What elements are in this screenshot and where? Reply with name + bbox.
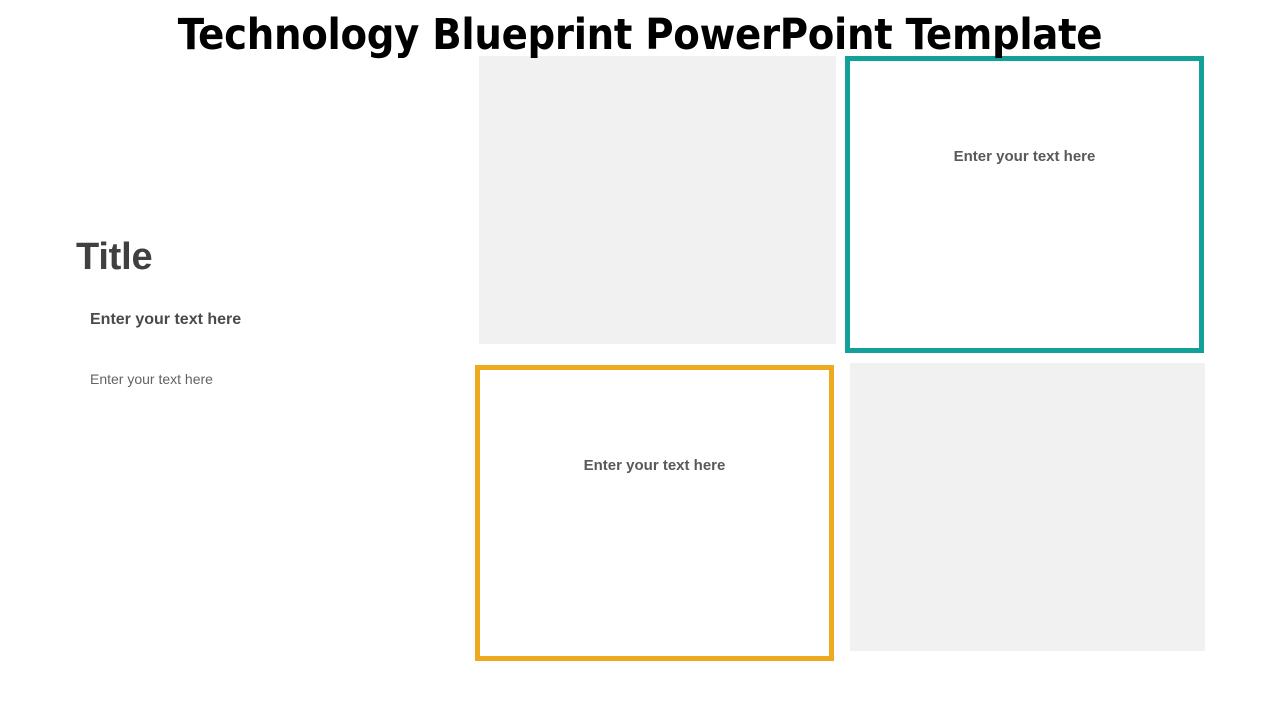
text-box-teal[interactable]: Enter your text here bbox=[845, 56, 1204, 353]
section-title[interactable]: Title bbox=[76, 236, 153, 278]
text-box-teal-label[interactable]: Enter your text here bbox=[953, 148, 1096, 165]
image-placeholder-top[interactable] bbox=[479, 56, 836, 344]
page-title: Technology Blueprint PowerPoint Template bbox=[177, 10, 1103, 60]
left-text-column: Title Enter your text here Enter your te… bbox=[76, 234, 426, 387]
text-box-orange-label[interactable]: Enter your text here bbox=[583, 457, 726, 474]
section-subtitle[interactable]: Enter your text here bbox=[90, 311, 242, 328]
image-placeholder-bottom[interactable] bbox=[850, 363, 1205, 651]
section-body-text[interactable]: Enter your text here bbox=[90, 371, 213, 387]
text-box-orange[interactable]: Enter your text here bbox=[475, 365, 834, 661]
